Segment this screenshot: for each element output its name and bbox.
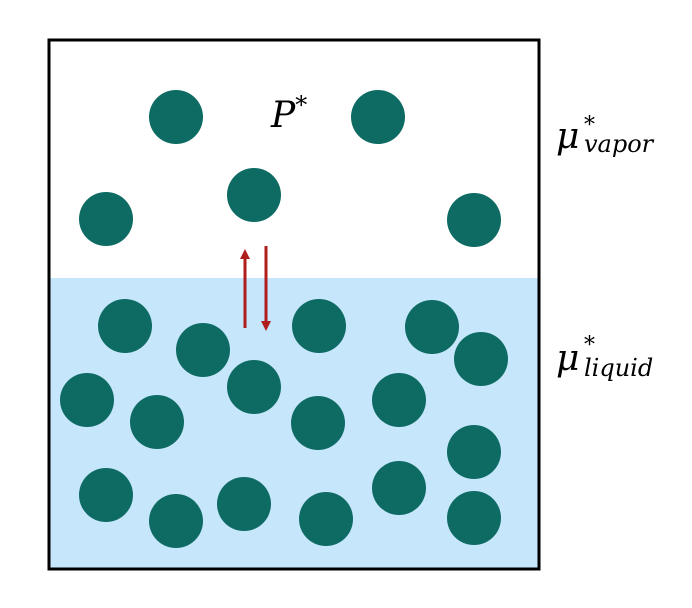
liquid-mu-symbol: μ — [556, 338, 579, 379]
liquid-molecule — [217, 477, 271, 531]
liquid-molecule — [447, 491, 501, 545]
liquid-molecules — [60, 299, 508, 548]
liquid-mu-subscript: liquid — [584, 354, 653, 382]
phase-exchange-arrows — [240, 246, 271, 331]
vapor-molecule — [149, 90, 203, 144]
liquid-molecule — [227, 360, 281, 414]
vapor-mu-superscript: * — [584, 113, 595, 138]
vapor-molecule — [79, 192, 133, 246]
pressure-symbol: P — [270, 95, 296, 136]
vapor-mu-subscript: vapor — [584, 130, 655, 158]
vapor-molecule — [447, 193, 501, 247]
vapor-chemical-potential-label: μ*vapor — [556, 113, 655, 158]
vapor-molecules — [79, 90, 501, 247]
liquid-molecule — [372, 461, 426, 515]
liquid-molecule — [405, 300, 459, 354]
liquid-molecule — [447, 425, 501, 479]
liquid-chemical-potential-label: μ*liquid — [556, 333, 653, 382]
liquid-molecule — [292, 299, 346, 353]
pressure-superscript: * — [295, 91, 307, 119]
liquid-molecule — [98, 299, 152, 353]
liquid-molecule — [176, 323, 230, 377]
container — [47, 38, 541, 571]
liquid-mu-superscript: * — [584, 333, 595, 358]
liquid-molecule — [79, 468, 133, 522]
vapor-mu-symbol: μ — [556, 116, 579, 157]
liquid-molecule — [130, 395, 184, 449]
liquid-molecule — [149, 494, 203, 548]
liquid-molecule — [454, 332, 508, 386]
vapor-molecule — [351, 90, 405, 144]
liquid-molecule — [60, 373, 114, 427]
liquid-molecule — [372, 373, 426, 427]
liquid-molecule — [299, 492, 353, 546]
vapor-pressure-label: P* — [270, 91, 307, 136]
liquid-molecule — [291, 396, 345, 450]
vapor-molecule — [227, 168, 281, 222]
